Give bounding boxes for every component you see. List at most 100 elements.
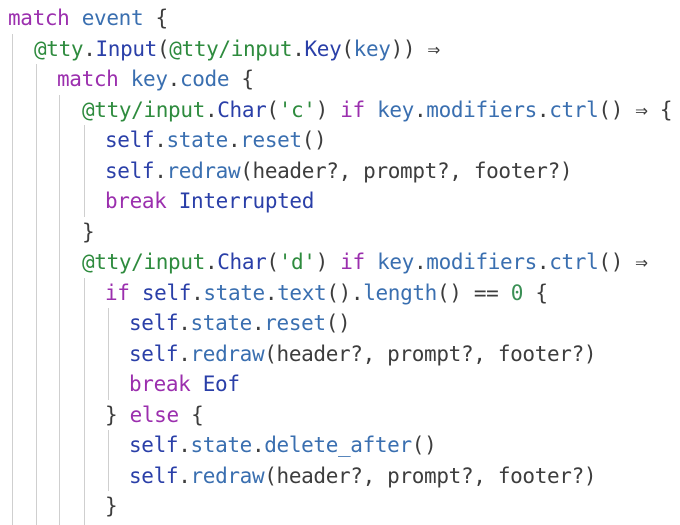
code-line[interactable]: match event {	[8, 3, 168, 34]
code-token-plain: .	[227, 128, 241, 152]
code-token-plain: (header?, prompt?, footer?)	[240, 158, 573, 183]
code-token-plain: () ⇒ {	[598, 97, 673, 122]
code-token-plain	[166, 189, 178, 213]
code-token-keyword: if	[340, 250, 365, 274]
code-token-keyword: match	[8, 6, 70, 30]
code-token-type: Char	[217, 97, 267, 122]
code-line[interactable]: self.state.reset()	[129, 308, 351, 339]
code-token-string: @tty/input	[169, 36, 293, 61]
code-token-type: Interrupted	[178, 189, 315, 213]
code-token-plain: () ⇒	[598, 250, 648, 274]
code-token-variable: key	[377, 97, 414, 122]
code-token-type: Input	[95, 36, 157, 61]
code-token-plain: .	[178, 311, 191, 335]
code-token-plain: {	[143, 6, 169, 30]
code-token-variable: state	[190, 433, 252, 457]
code-token-plain: )	[315, 97, 341, 122]
code-token-variable: key	[377, 250, 414, 274]
indent-guide	[84, 125, 85, 217]
code-token-plain: )) ⇒	[390, 36, 441, 61]
code-token-keyword: break	[129, 372, 191, 396]
code-token-plain: {	[523, 280, 548, 305]
code-token-plain: }	[105, 402, 130, 427]
code-token-plain: (header?, prompt?, footer?)	[264, 341, 597, 366]
code-token-plain: .	[264, 280, 278, 305]
code-line[interactable]: self.redraw(header?, prompt?, footer?)	[129, 461, 597, 492]
code-token-plain: (	[266, 97, 279, 122]
code-token-variable: key	[353, 36, 391, 61]
code-token-plain: }	[105, 494, 118, 518]
code-token-plain: ()	[301, 128, 327, 152]
code-token-plain: .	[204, 97, 218, 122]
code-line[interactable]: }	[105, 491, 118, 522]
code-token-keyword: if	[340, 97, 365, 122]
code-token-plain: .	[413, 250, 427, 274]
code-token-plain: () ==	[436, 280, 511, 305]
indent-guide	[12, 33, 13, 525]
code-token-string: @tty	[34, 36, 84, 61]
code-line[interactable]: self.redraw(header?, prompt?, footer?)	[105, 156, 573, 187]
code-token-type: self	[141, 280, 192, 305]
code-token-string: 'd'	[278, 250, 316, 274]
code-token-plain	[365, 98, 377, 122]
code-token-keyword: match	[57, 67, 119, 91]
code-token-keyword: break	[105, 189, 167, 213]
code-token-plain: ()	[325, 311, 351, 335]
indent-guide	[59, 94, 60, 525]
code-token-string: @tty/input	[82, 250, 205, 274]
code-token-plain: {	[229, 67, 254, 91]
code-line[interactable]: } else {	[105, 400, 204, 431]
indent-guide	[108, 308, 109, 400]
code-token-plain	[365, 250, 377, 274]
code-line[interactable]: @tty/input.Char('c') if key.modifiers.ct…	[82, 95, 673, 126]
code-token-variable: ctrl	[549, 97, 599, 122]
code-token-string: @tty/input	[82, 97, 205, 122]
code-token-plain: .	[178, 341, 191, 366]
code-token-type: self	[129, 341, 179, 366]
code-token-plain: .	[191, 280, 204, 305]
code-line[interactable]: }	[82, 217, 95, 248]
code-token-type: self	[129, 311, 179, 335]
code-line[interactable]: self.state.delete_after()	[129, 430, 437, 461]
code-token-variable: delete_after	[264, 433, 412, 457]
code-line[interactable]: @tty/input.Char('d') if key.modifiers.ct…	[82, 247, 648, 278]
code-line[interactable]: self.redraw(header?, prompt?, footer?)	[129, 339, 597, 370]
code-token-plain: }	[82, 219, 95, 244]
code-token-type: self	[129, 433, 179, 457]
code-token-plain: .	[251, 433, 265, 457]
code-token-type: Eof	[202, 372, 240, 396]
code-token-keyword: if	[105, 280, 130, 305]
code-token-variable: code	[179, 67, 230, 91]
code-token-plain	[190, 372, 202, 396]
code-token-plain: (	[266, 250, 279, 274]
code-line[interactable]: break Interrupted	[105, 186, 314, 217]
code-token-plain	[69, 6, 81, 30]
code-token-variable: redraw	[166, 158, 241, 183]
code-token-variable: redraw	[190, 341, 265, 366]
code-token-variable: state	[203, 280, 265, 305]
code-line[interactable]: if self.state.text().length() == 0 {	[105, 278, 548, 309]
code-token-string: 'c'	[278, 97, 316, 122]
code-token-plain: {	[178, 402, 204, 427]
indent-guide	[84, 277, 85, 525]
code-token-plain	[130, 281, 142, 305]
code-token-plain: .	[251, 311, 265, 335]
code-line[interactable]: match key.code {	[57, 64, 254, 95]
code-token-variable: reset	[264, 311, 326, 335]
code-token-plain: (	[156, 36, 170, 61]
code-token-plain: (header?, prompt?, footer?)	[264, 463, 597, 488]
code-token-variable: state	[190, 311, 252, 335]
code-token-type: self	[105, 158, 155, 183]
code-token-plain: ().	[326, 280, 364, 305]
code-token-variable: modifiers	[426, 250, 537, 274]
code-token-variable: state	[166, 128, 228, 152]
code-token-type: self	[105, 128, 155, 152]
code-token-plain: )	[315, 250, 341, 274]
code-line[interactable]: self.state.reset()	[105, 125, 327, 156]
code-token-variable: event	[81, 6, 144, 30]
code-token-variable: redraw	[190, 463, 265, 488]
code-line[interactable]: break Eof	[129, 369, 240, 400]
code-token-plain: .	[178, 433, 191, 457]
code-line[interactable]: @tty.Input(@tty/input.Key(key)) ⇒	[34, 34, 440, 65]
